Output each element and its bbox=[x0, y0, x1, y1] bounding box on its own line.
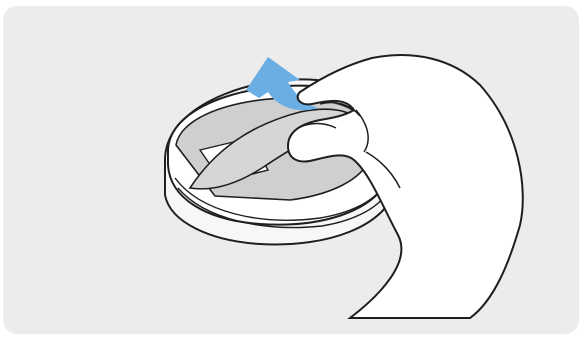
peel-film-illustration bbox=[0, 0, 582, 340]
figure-frame bbox=[0, 0, 582, 340]
